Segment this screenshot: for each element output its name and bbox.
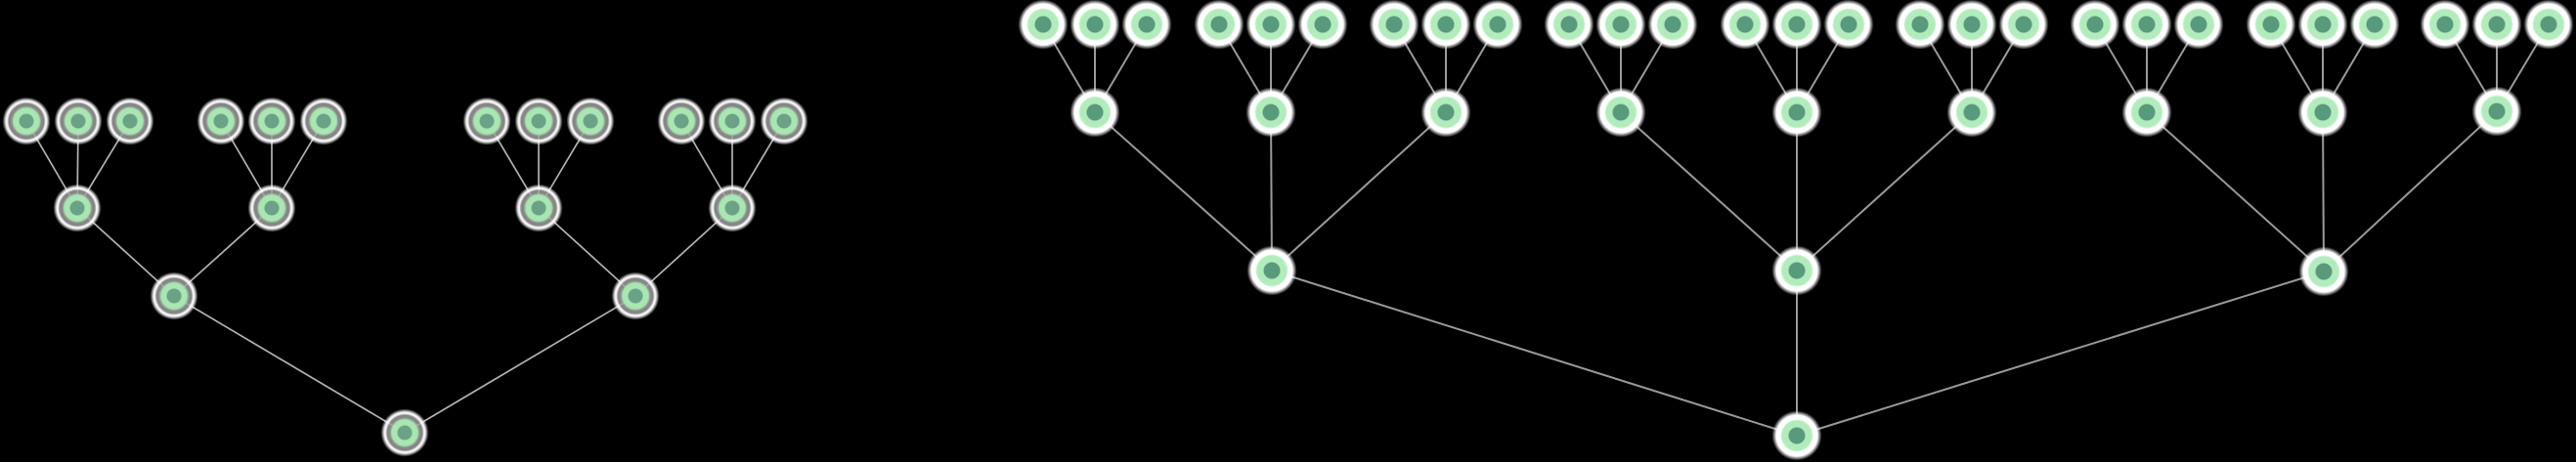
tree-edge-left-ba-ba3 xyxy=(538,120,591,209)
tree-edge-left-a-ab xyxy=(173,207,273,297)
tree-edge-left-ba-ba1 xyxy=(486,120,540,209)
tree-edge-right-bb-bb1 xyxy=(1744,23,1798,113)
tree-edge-left-bb-bb3 xyxy=(731,120,785,209)
tree-edge-right-r-a xyxy=(1271,270,1798,437)
tree-edge-right-ba-ba1 xyxy=(1568,23,1622,113)
tree-edge-right-bc-bc1 xyxy=(1919,23,1973,113)
tree-edge-right-cb-cb1 xyxy=(2270,23,2324,113)
tree-edge-left-a-aa xyxy=(76,207,175,297)
tree-edge-right-r-c xyxy=(1796,271,2325,437)
tree-edge-left-ab-ab3 xyxy=(271,120,325,209)
tree-edge-left-aa-aa1 xyxy=(25,120,78,209)
tree-edge-left-r-a xyxy=(173,295,406,434)
tree-edge-right-a-ab xyxy=(1270,111,1273,272)
tree-edge-right-c-cb xyxy=(2322,111,2325,273)
tree-edge-right-cb-cb3 xyxy=(2322,23,2376,113)
tree-edge-left-b-ba xyxy=(538,207,636,297)
tree-edge-right-cc-cc3 xyxy=(2496,23,2550,112)
tree-edge-right-ab-ab3 xyxy=(1270,23,1324,113)
tree-edge-right-ca-ca1 xyxy=(2094,23,2148,113)
tree-edge-left-bb-bb1 xyxy=(680,120,733,209)
tree-edge-right-aa-aa1 xyxy=(1042,23,1096,113)
tree-edge-right-b-ba xyxy=(1620,111,1798,272)
tree-edge-right-ba-ba3 xyxy=(1620,23,1674,113)
tree-edge-left-aa-aa3 xyxy=(76,120,131,209)
tree-edge-right-b-bc xyxy=(1796,111,1973,272)
tree-edge-right-ac-ac3 xyxy=(1445,23,1499,113)
tree-edge-right-aa-aa3 xyxy=(1094,23,1148,113)
tree-edge-right-a-ac xyxy=(1271,111,1447,272)
tree-edge-right-c-ca xyxy=(2146,111,2325,273)
tree-edge-left-r-b xyxy=(404,295,636,434)
tree-edge-right-ab-ab1 xyxy=(1218,23,1272,113)
tree-edge-right-bc-bc3 xyxy=(1971,23,2025,113)
tree-edge-left-aa-aa2 xyxy=(76,120,79,209)
tree-edge-left-b-bb xyxy=(634,207,733,297)
tree-edge-right-bb-bb3 xyxy=(1796,23,1850,113)
tree-edge-right-a-aa xyxy=(1094,111,1273,272)
tree-edge-right-c-cc xyxy=(2323,110,2498,273)
tree-edge-left-ab-ab1 xyxy=(220,120,273,209)
tree-edge-right-ac-ac1 xyxy=(1393,23,1447,113)
tree-edge-right-ca-ca3 xyxy=(2146,23,2200,113)
tree-edge-right-cc-cc1 xyxy=(2444,23,2498,112)
